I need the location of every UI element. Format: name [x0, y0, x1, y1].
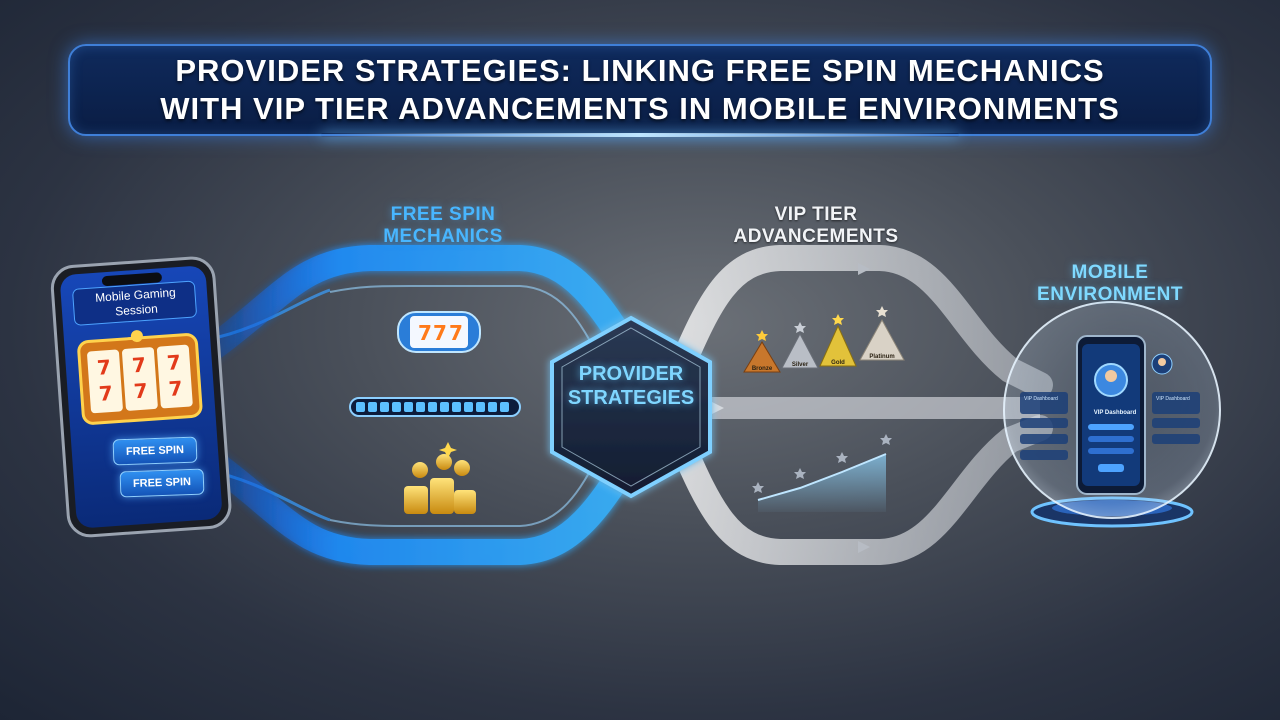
tier-pyramid-icon — [743, 306, 905, 373]
sparkle-icon — [439, 442, 457, 458]
mobile-label-line2: Environment — [1037, 284, 1183, 305]
star-icon — [832, 314, 844, 325]
progress-segment — [380, 402, 389, 412]
progress-segments — [356, 402, 509, 412]
hub-label-line2: Strategies — [567, 387, 695, 409]
mobile-label-line1: Mobile — [1071, 262, 1149, 283]
progress-segment — [428, 402, 437, 412]
tier-label-gold: Gold — [831, 360, 845, 366]
progress-segment — [464, 402, 473, 412]
banner-glow — [320, 133, 960, 137]
free-spin-mechanics-label: Free Spin Mechanics — [368, 204, 518, 248]
gold-coins-icon — [404, 442, 476, 514]
vip-pathway — [667, 245, 1053, 565]
svg-text:7: 7 — [418, 321, 432, 345]
progress-segment — [392, 402, 401, 412]
progress-segment — [356, 402, 365, 412]
progress-segment — [368, 402, 377, 412]
arrow-icon — [712, 402, 724, 414]
star-icon — [880, 434, 892, 445]
star-icon — [876, 306, 888, 317]
progress-bar-icon — [349, 397, 521, 417]
slot-machine-icon: 7 7 7 7 7 7 — [77, 330, 203, 425]
slot-reel-icon: 7 7 7 — [397, 311, 481, 353]
vip-tier-label-line1: VIP Tier — [774, 204, 858, 225]
svg-text:7: 7 — [131, 353, 147, 378]
growth-chart-icon — [752, 434, 892, 512]
mobile-environment-label: Mobile Environment — [1010, 262, 1210, 306]
progress-segment — [416, 402, 425, 412]
page-title: Provider Strategies: Linking Free Spin M… — [160, 52, 1120, 128]
svg-text:7: 7 — [98, 381, 114, 406]
free-spin-label-line1: Free Spin — [390, 204, 496, 225]
mobile-environment-sphere — [1003, 301, 1221, 528]
provider-strategies-hub — [550, 315, 712, 499]
progress-segment — [404, 402, 413, 412]
progress-segment — [452, 402, 461, 412]
svg-text:7: 7 — [166, 350, 182, 375]
vip-dashboard-title: VIP Dashboard — [1093, 410, 1137, 416]
svg-text:7: 7 — [433, 321, 447, 345]
svg-text:7: 7 — [96, 355, 112, 380]
star-icon — [794, 468, 806, 479]
vip-dashboard-side-left: VIP Dashboard — [1024, 396, 1058, 402]
free-spin-button[interactable]: Free Spin — [112, 436, 198, 466]
title-banner: Provider Strategies: Linking Free Spin M… — [68, 44, 1212, 137]
free-spin-button-secondary[interactable]: Free Spin — [119, 468, 205, 498]
progress-segment — [500, 402, 509, 412]
hub-label-line1: Provider — [578, 363, 684, 385]
arrow-icon — [858, 541, 870, 553]
svg-text:7: 7 — [133, 378, 149, 403]
vip-dashboard-side-right: VIP Dashboard — [1156, 396, 1190, 402]
svg-text:7: 7 — [449, 321, 463, 345]
page-title-line2: with VIP Tier Advancements in Mobile Env… — [160, 91, 1120, 126]
star-icon — [756, 330, 768, 341]
svg-text:7: 7 — [168, 376, 184, 401]
star-icon — [752, 482, 764, 493]
star-icon — [794, 322, 806, 333]
free-spin-label-line2: Mechanics — [383, 226, 503, 247]
phone-mockup: 7 7 7 7 7 7 — [50, 256, 232, 538]
tier-label-platinum: Platinum — [869, 354, 895, 360]
star-icon — [836, 452, 848, 463]
hub-label: Provider Strategies — [553, 362, 709, 410]
tier-label-bronze: Bronze — [751, 366, 773, 372]
tier-label-silver: Silver — [791, 362, 809, 368]
progress-segment — [488, 402, 497, 412]
vip-tier-label-line2: Advancements — [733, 226, 899, 247]
progress-segment — [476, 402, 485, 412]
progress-segment — [440, 402, 449, 412]
page-title-line1: Provider Strategies: Linking Free Spin M… — [175, 53, 1105, 88]
arrow-icon — [858, 263, 870, 275]
vip-tier-advancements-label: VIP Tier Advancements — [716, 204, 916, 248]
